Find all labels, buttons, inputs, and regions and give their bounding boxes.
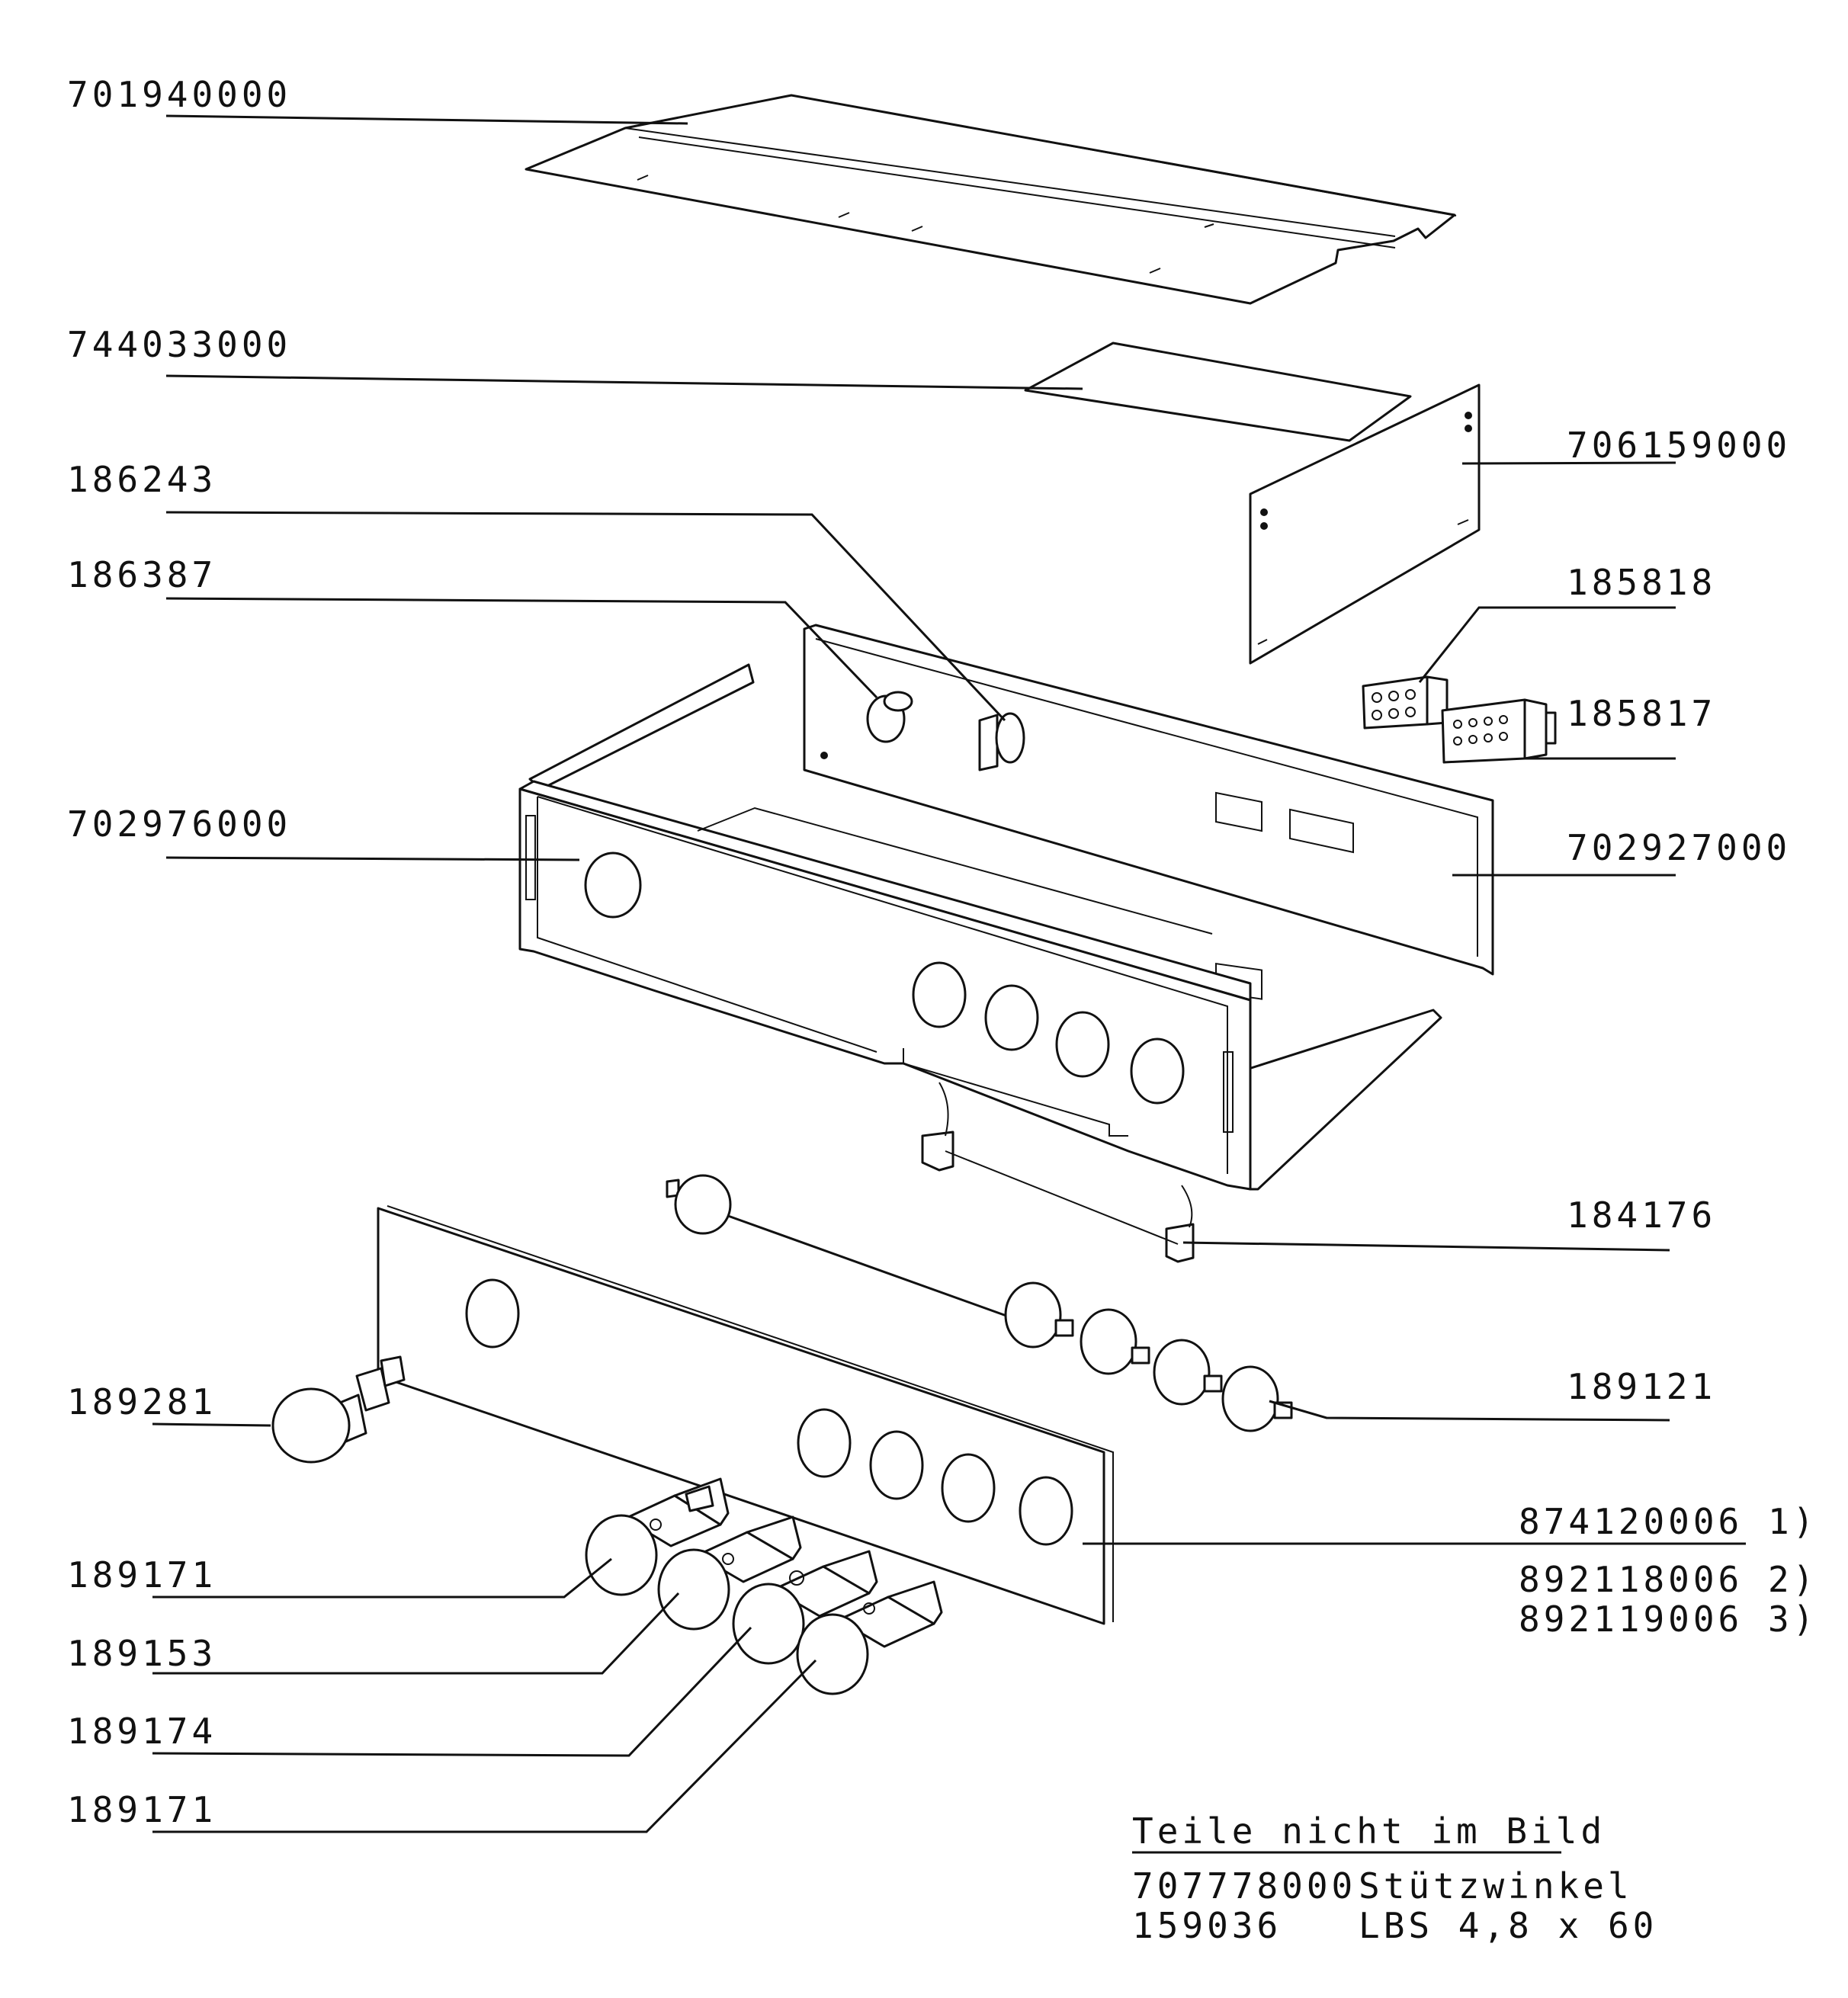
callout-186387: 186387 <box>67 554 217 595</box>
insulation-sheet-part <box>1024 342 1412 442</box>
callout-189281: 189281 <box>67 1381 217 1422</box>
control-knob-189171-a <box>585 1477 730 1596</box>
front-panel-874120006-part <box>377 1205 1114 1625</box>
terminal-block-185817-part <box>1441 698 1557 764</box>
knob-189281-part <box>271 1355 406 1464</box>
callout-892119006: 892119006 3) <box>1519 1599 1818 1640</box>
not-shown-desc: LBS 4,8 x 60 <box>1359 1905 1657 1946</box>
callout-702927000: 702927000 <box>1567 827 1791 868</box>
callout-701940000: 701940000 <box>67 74 291 115</box>
callout-189174: 189174 <box>67 1711 217 1752</box>
leader-lines <box>152 114 1746 1833</box>
control-knob-189171-b <box>796 1580 943 1695</box>
control-knob-189153 <box>657 1515 802 1631</box>
parts-not-shown: Teile nicht im Bild 707778000 Stützwinke… <box>1132 1810 1657 1946</box>
terminal-block-185818-part <box>1362 675 1449 730</box>
not-shown-part-no: 159036 <box>1132 1905 1282 1946</box>
callout-874120006: 874120006 1) <box>1519 1501 1818 1542</box>
callout-706159000: 706159000 <box>1567 425 1791 466</box>
callout-labels: 701940000 744033000 186243 186387 702976… <box>67 74 1818 1830</box>
callout-892118006: 892118006 2) <box>1519 1559 1818 1600</box>
switch-186243-part <box>978 712 1025 771</box>
callout-702976000: 702976000 <box>67 803 291 845</box>
callout-185817: 185817 <box>1567 693 1716 734</box>
side-panel-part <box>1249 383 1481 665</box>
housing-base-tray-part <box>518 663 1442 1191</box>
callout-189171-a: 189171 <box>67 1554 217 1596</box>
not-shown-heading: Teile nicht im Bild <box>1132 1810 1606 1852</box>
lamp-glass-189121-part <box>666 1174 1293 1432</box>
top-cover-part <box>525 94 1457 305</box>
callout-185818: 185818 <box>1567 562 1716 603</box>
not-shown-part-no: 707778000 <box>1132 1865 1356 1907</box>
control-knob-189174 <box>732 1550 878 1665</box>
callout-189121: 189121 <box>1567 1366 1716 1407</box>
pilot-lamp-186387-part <box>866 691 913 743</box>
not-shown-desc: Stützwinkel <box>1359 1865 1633 1907</box>
front-inner-panel-part <box>518 787 1252 1191</box>
callout-744033000: 744033000 <box>67 324 291 365</box>
spring-clip-184176-part <box>921 1082 1195 1263</box>
callout-189171-b: 189171 <box>67 1789 217 1830</box>
callout-186243: 186243 <box>67 459 217 500</box>
callout-189153: 189153 <box>67 1633 217 1674</box>
callout-184176: 184176 <box>1567 1195 1716 1236</box>
housing-rear-wall-part <box>803 624 1494 1000</box>
control-knob-group <box>585 1477 943 1695</box>
